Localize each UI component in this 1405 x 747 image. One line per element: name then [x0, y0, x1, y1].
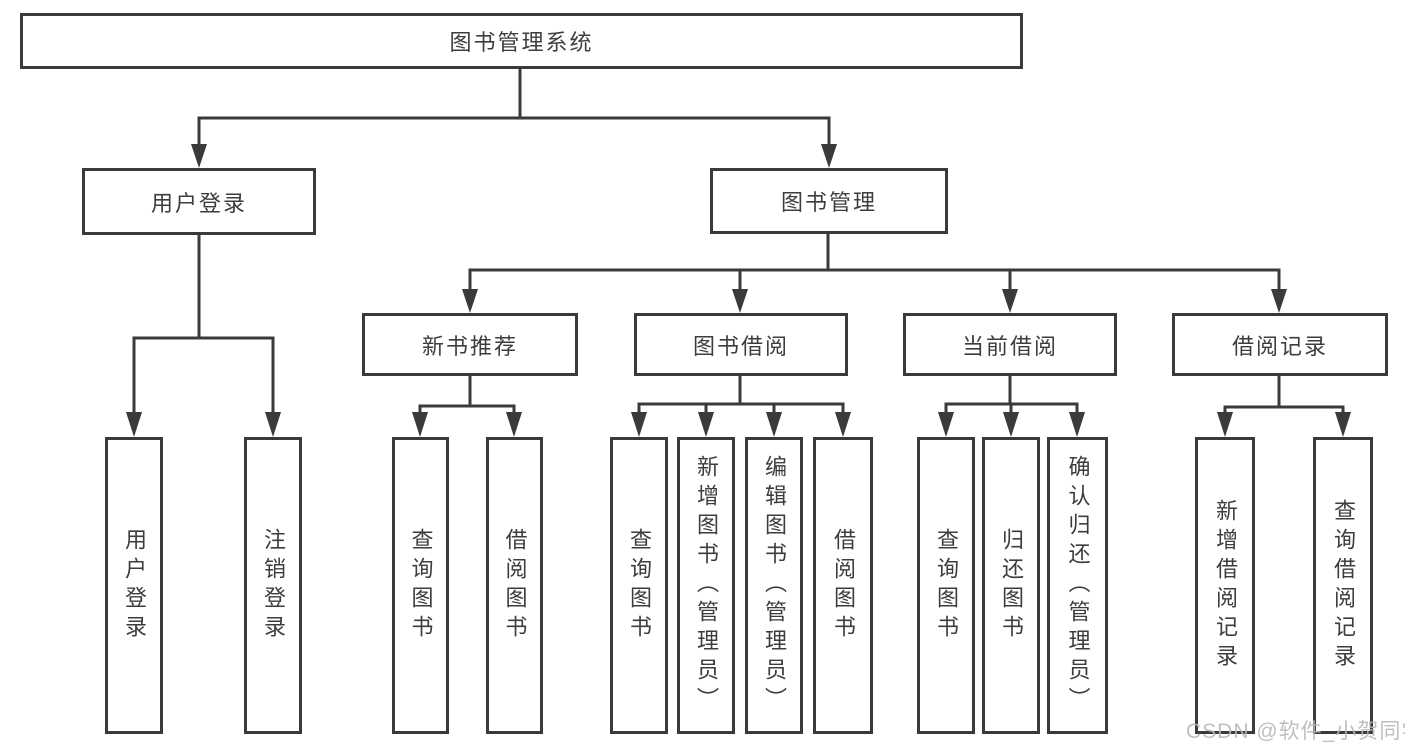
- node-library-system-label: 图书管理系统: [449, 30, 594, 55]
- node-book-borrowing: 图书借阅: [634, 313, 848, 376]
- leaf-borrow-books-label: 借阅图书: [831, 527, 856, 644]
- leaf-query-books-current-label: 查询图书: [934, 527, 959, 644]
- node-book-borrowing-label: 图书借阅: [692, 333, 789, 359]
- node-book-management-label: 图书管理: [780, 190, 877, 215]
- node-new-book-recommendation: 新书推荐: [362, 313, 578, 376]
- leaf-add-borrow-record-label: 新增借阅记录: [1213, 498, 1238, 673]
- node-user-login-module-label: 用户登录: [150, 190, 247, 216]
- leaf-confirm-return-admin-label: 确认归还（管理员）: [1065, 455, 1091, 716]
- leaf-query-borrow-record-label: 查询借阅记录: [1331, 498, 1356, 673]
- node-current-borrowing: 当前借阅: [903, 313, 1117, 376]
- csdn-watermark: CSDN @软件_小贺同学: [1186, 720, 1405, 743]
- leaf-borrow-books: 借阅图书: [813, 437, 873, 734]
- leaf-user-login: 用户登录: [105, 437, 163, 734]
- leaf-borrow-books-recommend-label: 借阅图书: [502, 527, 528, 644]
- node-library-system: 图书管理系统: [20, 13, 1023, 69]
- node-borrowing-records: 借阅记录: [1172, 313, 1388, 376]
- leaf-user-login-label: 用户登录: [122, 527, 147, 644]
- leaf-logout-label: 注销登录: [261, 527, 286, 644]
- node-new-book-recommendation-label: 新书推荐: [421, 333, 518, 359]
- leaf-query-books-borrowing: 查询图书: [610, 437, 668, 734]
- leaf-return-books-label: 归还图书: [999, 527, 1024, 644]
- node-current-borrowing-label: 当前借阅: [961, 333, 1058, 359]
- node-user-login-module: 用户登录: [82, 168, 316, 235]
- leaf-query-books-recommend-label: 查询图书: [408, 527, 434, 644]
- connector-lines: [132, 66, 1345, 415]
- leaf-add-book-admin-label: 新增图书（管理员）: [694, 455, 719, 716]
- leaf-query-books-borrowing-label: 查询图书: [627, 527, 652, 644]
- leaf-confirm-return-admin: 确认归还（管理员）: [1047, 437, 1108, 734]
- leaf-logout: 注销登录: [244, 437, 302, 734]
- leaf-add-borrow-record: 新增借阅记录: [1195, 437, 1255, 734]
- arrowheads: [126, 144, 1351, 437]
- leaf-borrow-books-recommend: 借阅图书: [486, 437, 543, 734]
- node-borrowing-records-label: 借阅记录: [1231, 333, 1328, 359]
- leaf-edit-book-admin-label: 编辑图书（管理员）: [762, 455, 787, 716]
- leaf-query-borrow-record: 查询借阅记录: [1313, 437, 1373, 734]
- leaf-edit-book-admin: 编辑图书（管理员）: [745, 437, 803, 734]
- leaf-query-books-recommend: 查询图书: [392, 437, 449, 734]
- leaf-add-book-admin: 新增图书（管理员）: [677, 437, 735, 734]
- leaf-return-books: 归还图书: [982, 437, 1040, 734]
- node-book-management: 图书管理: [710, 168, 948, 234]
- leaf-query-books-current: 查询图书: [917, 437, 975, 734]
